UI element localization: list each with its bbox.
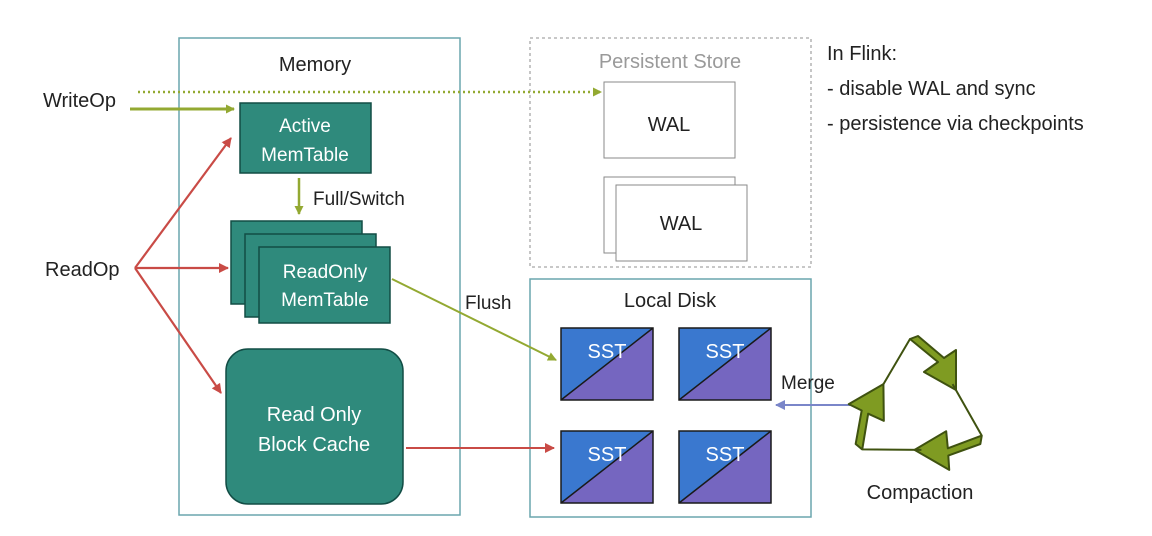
persistent-store-title: Persistent Store — [599, 51, 741, 73]
recycle-icon — [847, 335, 983, 471]
write-op-label: WriteOp — [43, 90, 116, 112]
flink-note-item-1: - disable WAL and sync — [827, 78, 1036, 100]
sst-label: SST — [706, 444, 745, 466]
local-disk-title: Local Disk — [624, 290, 717, 312]
compaction-label: Compaction — [867, 482, 974, 504]
recycle-arrow-3 — [847, 383, 922, 451]
sst-label: SST — [588, 341, 627, 363]
full-switch-label: Full/Switch — [313, 189, 405, 210]
sst-block-divider — [560, 327, 654, 401]
memory-container: Memory — [178, 37, 461, 516]
sst-block: SST — [678, 430, 772, 504]
read-to-active-arrow — [134, 137, 232, 269]
block-cache: Read Only Block Cache — [225, 348, 404, 505]
readonly-memtable-front — [258, 246, 391, 324]
active-memtable-line2: MemTable — [261, 145, 349, 166]
active-memtable-line1: Active — [279, 116, 331, 137]
merge-label: Merge — [781, 373, 835, 394]
persistent-store-container: Persistent Store WAL WAL — [529, 37, 812, 268]
sst-block-divider — [560, 430, 654, 504]
block-cache-line1: Read Only — [267, 404, 362, 426]
wal-box-top — [603, 81, 736, 159]
readonly-memtable-stack: ReadOnly MemTable — [230, 220, 391, 324]
local-disk-container: Local Disk — [529, 278, 812, 518]
sst-block-divider — [678, 430, 772, 504]
sst-block-border — [678, 327, 772, 401]
wal-label-top: WAL — [648, 114, 691, 136]
sst-blocks: SST SST SST SST — [560, 327, 772, 504]
sst-block-border — [678, 430, 772, 504]
read-op-label: ReadOp — [45, 259, 120, 281]
wal-label-bottom: WAL — [660, 213, 703, 235]
block-cache-line2: Block Cache — [258, 434, 370, 456]
wal-box-front — [615, 184, 748, 262]
sst-label: SST — [706, 341, 745, 363]
flink-notes-heading: In Flink: — [827, 43, 897, 65]
read-to-cache-arrow — [134, 267, 222, 394]
sst-block-border — [560, 430, 654, 504]
flush-arrow — [391, 278, 557, 361]
flush-label: Flush — [465, 293, 511, 314]
readonly-memtable-line2: MemTable — [281, 290, 369, 311]
readonly-memtable-line1: ReadOnly — [283, 262, 368, 283]
active-memtable: Active MemTable — [239, 102, 372, 174]
recycle-arrow-2 — [913, 383, 983, 471]
sst-block-border — [560, 327, 654, 401]
sst-block: SST — [678, 327, 772, 401]
sst-block: SST — [560, 327, 654, 401]
sst-block: SST — [560, 430, 654, 504]
flink-note-item-2: - persistence via checkpoints — [827, 113, 1084, 135]
sst-block-divider — [678, 327, 772, 401]
memory-title: Memory — [279, 54, 351, 76]
sst-label: SST — [588, 444, 627, 466]
recycle-arrow-1 — [879, 335, 957, 391]
